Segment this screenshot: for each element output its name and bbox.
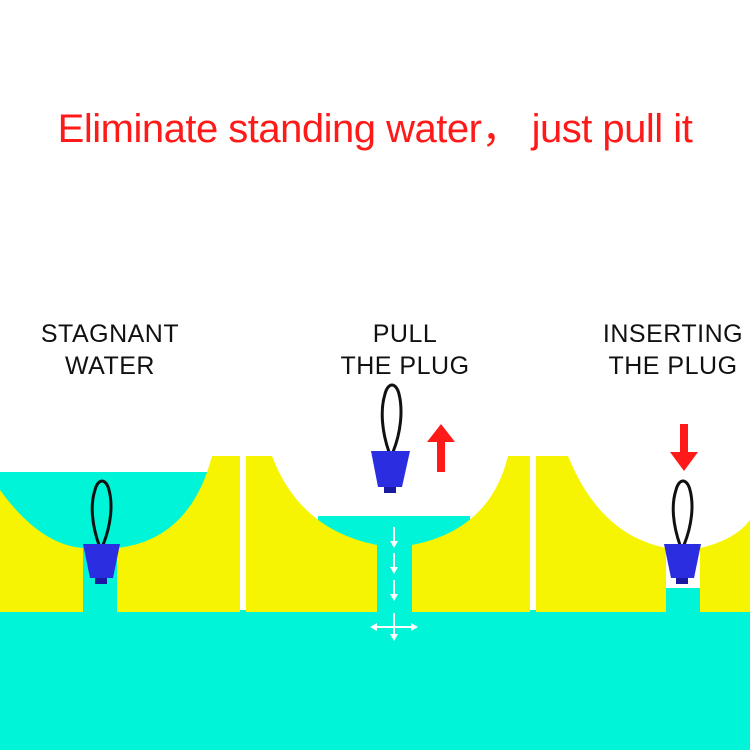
- label-inserting-the-plug: INSERTING THE PLUG: [578, 318, 750, 382]
- plug-tip: [95, 578, 107, 584]
- hull-left-part: [0, 490, 83, 612]
- drain-channel: [377, 545, 412, 612]
- plug-lifted: [371, 383, 410, 493]
- label-insert-line2: THE PLUG: [608, 352, 738, 380]
- hull-right-part: [700, 520, 750, 612]
- panel-insert: [536, 424, 750, 612]
- plug-body: [371, 451, 410, 487]
- label-insert-line1: INSERTING: [602, 320, 744, 348]
- label-stagnant-line1: STAGNANT: [40, 320, 180, 348]
- plug-cord: [380, 383, 403, 453]
- label-stagnant-water: STAGNANT WATER: [15, 318, 205, 382]
- drain-hole-water: [83, 588, 117, 612]
- drain-hole-water: [666, 588, 700, 612]
- down-arrow: [670, 424, 698, 471]
- plug-tip: [676, 578, 688, 584]
- panel-stagnant: [0, 456, 240, 612]
- hull-left-part: [536, 456, 666, 612]
- label-pull-line1: PULL: [372, 320, 438, 348]
- plug-cord: [90, 479, 113, 546]
- plug: [83, 479, 120, 584]
- up-arrow: [427, 424, 455, 472]
- up-arrow-shaft: [437, 438, 445, 472]
- water-below: [0, 610, 750, 750]
- plug-cord: [671, 479, 694, 546]
- panel-pull: [246, 383, 530, 641]
- label-stagnant-line2: WATER: [65, 352, 155, 380]
- hull-left-part: [246, 456, 377, 612]
- plug: [664, 479, 701, 584]
- down-arrow-head: [670, 452, 698, 471]
- plug-body: [83, 544, 120, 578]
- down-arrow-shaft: [680, 424, 688, 458]
- hull-right-part: [412, 456, 530, 612]
- up-arrow-head: [427, 424, 455, 442]
- hull-right-part: [117, 456, 240, 612]
- headline: Eliminate standing water， just pull it: [57, 107, 693, 151]
- flow-arrows: [370, 527, 418, 641]
- plug-body: [664, 544, 701, 578]
- label-pull-the-plug: PULL THE PLUG: [310, 318, 500, 382]
- label-pull-line2: THE PLUG: [340, 352, 470, 380]
- plug-tip: [384, 487, 396, 493]
